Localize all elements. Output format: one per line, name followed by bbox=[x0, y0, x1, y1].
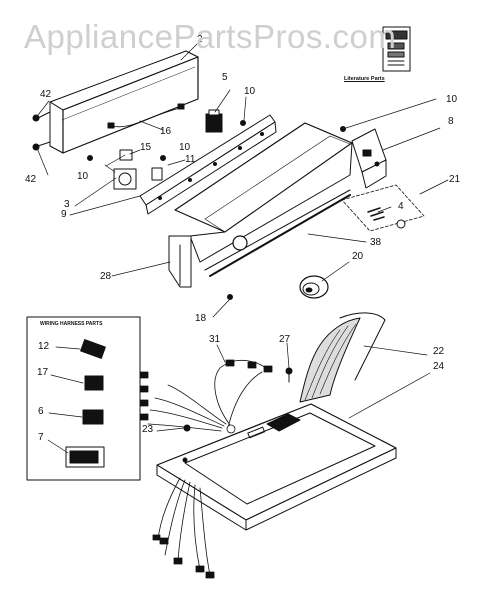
callout-38: 38 bbox=[370, 237, 382, 248]
callout-16: 16 bbox=[160, 126, 172, 137]
top-panel-24 bbox=[156, 403, 397, 531]
knob-assembly-21 bbox=[341, 184, 425, 232]
literature-parts-label: Literature Parts bbox=[344, 76, 385, 82]
callout-24: 24 bbox=[433, 361, 445, 372]
callout-20: 20 bbox=[352, 251, 364, 262]
harness-wire-16 bbox=[111, 107, 181, 128]
callout-7: 7 bbox=[38, 432, 44, 443]
screw-23 bbox=[183, 424, 191, 432]
screw-27 bbox=[285, 367, 293, 383]
callout-10: 10 bbox=[244, 86, 256, 97]
harness-legend-box bbox=[26, 316, 141, 481]
callout-22: 22 bbox=[433, 346, 445, 357]
callout-9: 9 bbox=[61, 209, 67, 220]
callout-5: 5 bbox=[222, 72, 228, 83]
literature-card bbox=[382, 26, 411, 72]
harness-bundle-22 bbox=[299, 312, 386, 403]
callout-3: 3 bbox=[64, 199, 70, 210]
timer-3 bbox=[113, 149, 163, 190]
callout-17: 17 bbox=[37, 367, 49, 378]
console-housing bbox=[174, 122, 353, 277]
callout-42: 42 bbox=[25, 174, 37, 185]
screws-10 bbox=[87, 120, 346, 161]
knob-20 bbox=[299, 275, 329, 299]
callout-15: 15 bbox=[140, 142, 152, 153]
callout-27: 27 bbox=[279, 334, 291, 345]
watermark-text: AppliancePartsPros.com bbox=[24, 18, 397, 55]
wiring-harness-31 bbox=[139, 359, 273, 434]
callout-8: 8 bbox=[448, 116, 454, 127]
screw-42 bbox=[32, 111, 51, 151]
callout-10: 10 bbox=[446, 94, 458, 105]
callout-11: 11 bbox=[185, 154, 196, 165]
callout-4: 4 bbox=[398, 201, 404, 212]
callout-12: 12 bbox=[38, 341, 50, 352]
callout-18: 18 bbox=[195, 313, 207, 324]
screw-18 bbox=[227, 294, 233, 300]
control-bracket bbox=[139, 114, 277, 215]
rear-panel bbox=[49, 50, 199, 154]
callout-21: 21 bbox=[449, 174, 461, 185]
leader-lines bbox=[36, 43, 449, 454]
callout-10: 10 bbox=[77, 171, 89, 182]
callout-28: 28 bbox=[100, 271, 112, 282]
callout-6: 6 bbox=[38, 406, 44, 417]
callout-2: 2 bbox=[197, 34, 203, 45]
callout-23: 23 bbox=[142, 424, 154, 435]
callout-10: 10 bbox=[179, 142, 191, 153]
callout-42: 42 bbox=[40, 89, 52, 100]
end-cap-8 bbox=[351, 128, 387, 189]
side-bracket-28 bbox=[168, 235, 192, 288]
switch-5 bbox=[205, 109, 223, 133]
legend-title: WIRING HARNESS PARTS bbox=[40, 321, 103, 327]
callout-31: 31 bbox=[209, 334, 221, 345]
lower-wire-leads bbox=[152, 477, 215, 579]
